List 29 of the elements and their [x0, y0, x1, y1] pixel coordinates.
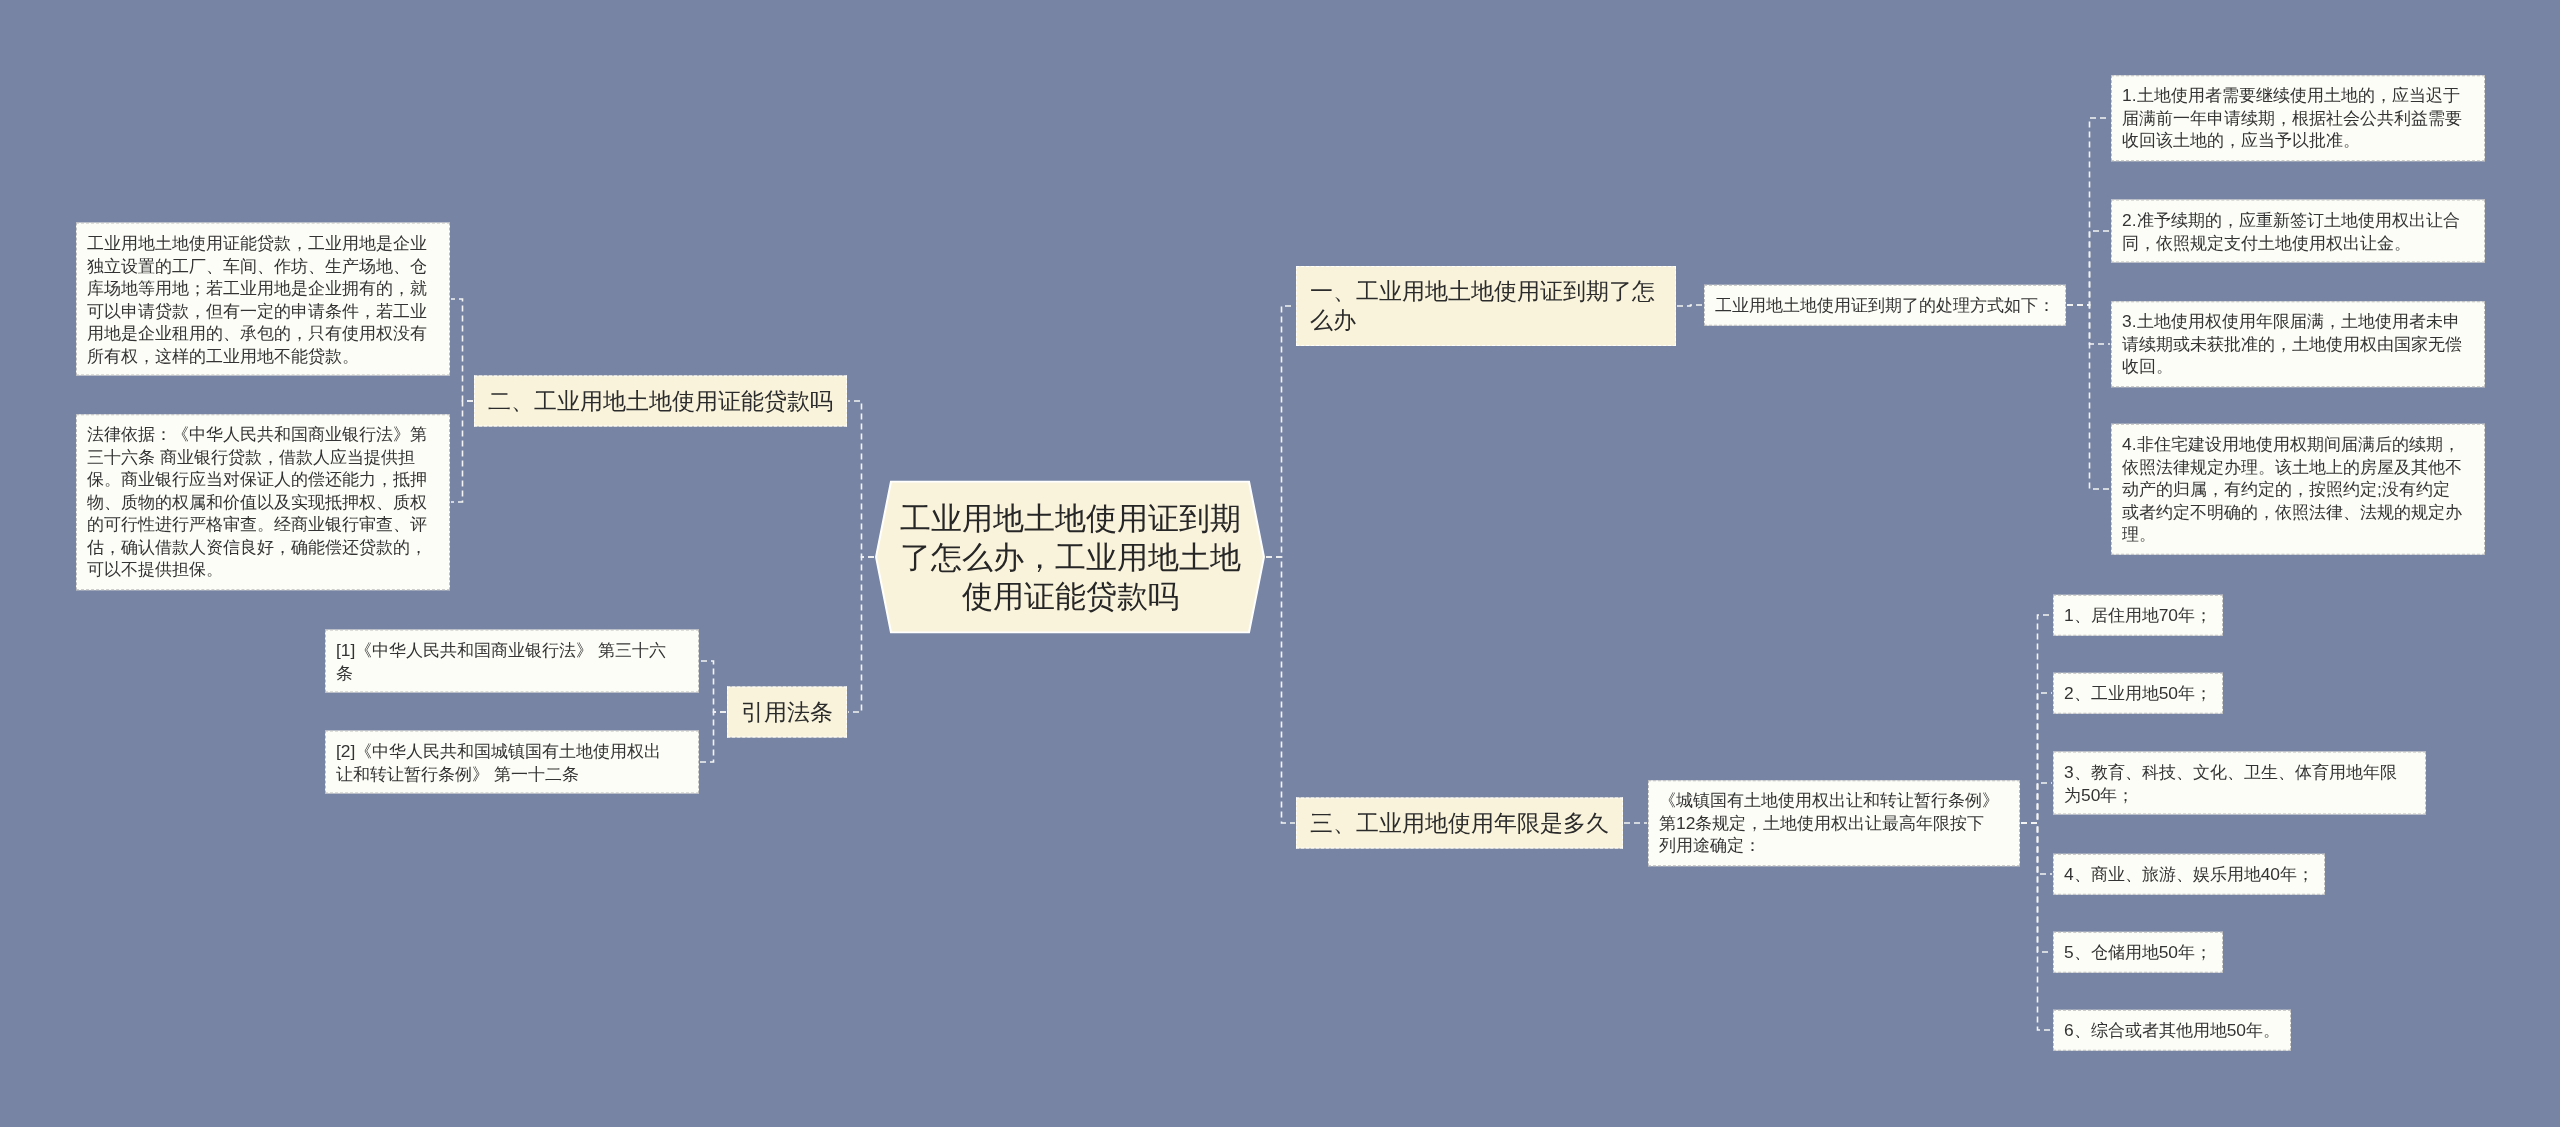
note-box: 4.非住宅建设用地使用权期间届满后的续期，依照法律规定办理。该土地上的房屋及其他不动产的归属，有约定的，按照约定;没有约定或者约定不明确的，依照法律、法规的规定办理。 [2111, 423, 2485, 555]
branch-box: 一、工业用地土地使用证到期了怎么办 [1296, 266, 1676, 346]
branch-box: 引用法条 [727, 686, 847, 738]
note-box: 1.土地使用者需要继续使用土地的，应当迟于届满前一年申请续期，根据社会公共利益需要收回该土地的，应当予以批准。 [2111, 75, 2485, 161]
note-box: 2.准予续期的，应重新签订土地使用权出让合同，依照规定支付土地使用权出让金。 [2111, 199, 2485, 263]
connector-line [450, 400, 474, 503]
note-box: [2]《中华人民共和国城镇国有土地使用权出让和转让暂行条例》 第一十二条 [325, 730, 699, 794]
note-box: 3.土地使用权使用年限届满，土地使用者未申请续期或未获批准的，土地使用权由国家无偿收回。 [2111, 301, 2485, 387]
connector-line [699, 711, 727, 763]
branch-box: 三、工业用地使用年限是多久 [1296, 797, 1623, 849]
connector-line [2020, 822, 2053, 1031]
connector-line [1623, 822, 1648, 824]
note-box: 工业用地土地使用证能贷款，工业用地是企业独立设置的工厂、车间、作坊、生产场地、仓库场地等用地；若工业用地是企业拥有的，就可以申请贷款，但有一定的申请条件，若工业用地是企业租用的、承包的，只有使用权没有所有权，这样的工业用地不能贷款。 [76, 222, 450, 376]
note-box: 1、居住用地70年； [2053, 594, 2223, 636]
connector-line [847, 556, 875, 713]
connector-line [1265, 556, 1296, 824]
note-box: 3、教育、科技、文化、卫生、体育用地年限为50年； [2053, 751, 2426, 815]
connector-line [2066, 304, 2111, 490]
connector-line [1676, 304, 1704, 307]
branch-box: 二、工业用地土地使用证能贷款吗 [474, 375, 847, 427]
note-box: 《城镇国有土地使用权出让和转让暂行条例》第12条规定，土地使用权出让最高年限按下列用途确定： [1648, 780, 2020, 866]
note-box: [1]《中华人民共和国商业银行法》 第三十六条 [325, 629, 699, 693]
note-box: 5、仓储用地50年； [2053, 931, 2223, 973]
note-box: 6、综合或者其他用地50年。 [2053, 1009, 2291, 1051]
note-box: 法律依据：《中华人民共和国商业银行法》第三十六条 商业银行贷款，借款人应当提供担保。商业银行应当对保证人的偿还能力，抵押物、质物的权属和价值以及实现抵押权、质权的可行性进行严格审查。经商业银行审查、评估，确认借款人资信良好，确能偿还贷款的，可以不提供担保。 [76, 414, 450, 590]
central-topic: 工业用地土地使用证到期了怎么办，工业用地土地使用证能贷款吗 [875, 480, 1265, 634]
note-box: 4、商业、旅游、娱乐用地40年； [2053, 853, 2325, 895]
note-box: 2、工业用地50年； [2053, 672, 2223, 714]
note-box: 工业用地土地使用证到期了的处理方式如下： [1704, 284, 2066, 326]
